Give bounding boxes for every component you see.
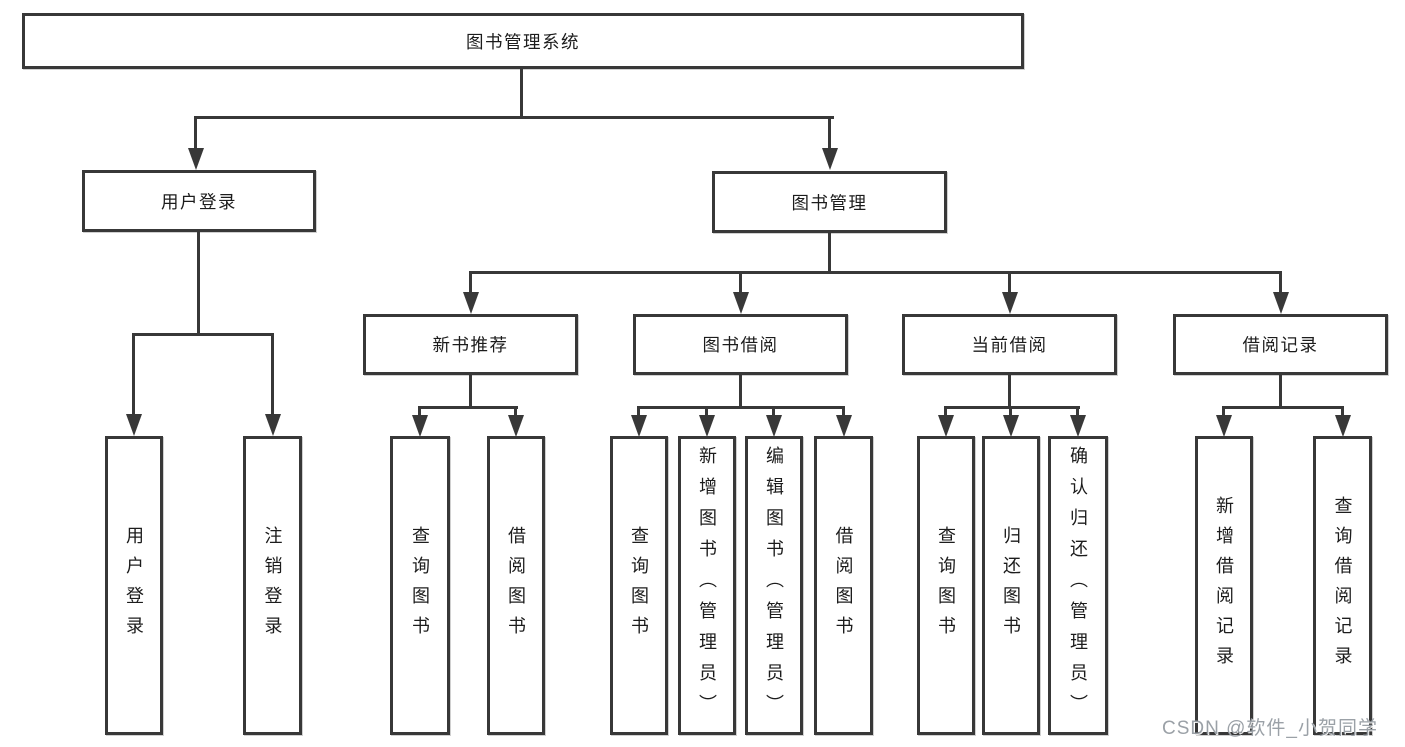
- arrowhead-to-book-management: [822, 148, 838, 170]
- leaf-br-query-record-label: 查询借阅记录: [1332, 495, 1353, 676]
- connector-root-stem: [520, 69, 523, 117]
- node-borrow-records: 借阅记录: [1173, 314, 1388, 375]
- leaf-bb-add-books-admin-label: 新增图书（管理员）: [697, 446, 717, 725]
- leaf-nbr-borrow-books-label: 借阅图书: [506, 525, 526, 646]
- connector-to-bb-query: [637, 406, 640, 417]
- connector-to-leaf-user-login: [132, 333, 135, 416]
- leaf-nbr-borrow-books: 借阅图书: [487, 436, 545, 735]
- connector-to-nbr-query: [418, 406, 421, 417]
- connector-nbr-branch: [418, 406, 518, 409]
- leaf-cb-return-books-label: 归还图书: [1001, 525, 1021, 646]
- leaf-cb-query-books-label: 查询图书: [936, 525, 956, 646]
- connector-book-management-branch: [469, 271, 1282, 274]
- connector-user-login-branch: [132, 333, 274, 336]
- arrowhead-to-leaf-logout: [265, 414, 281, 436]
- node-book-borrow-label: 图书借阅: [702, 335, 779, 355]
- connector-nbr-stem: [469, 375, 472, 408]
- connector-to-cb-return: [1009, 406, 1012, 417]
- connector-to-bb-edit: [772, 406, 775, 417]
- leaf-logout-label: 注销登录: [262, 525, 283, 646]
- leaf-user-login: 用户登录: [105, 436, 163, 735]
- node-new-book-recommend: 新书推荐: [363, 314, 578, 375]
- arrowhead-to-bb-edit: [766, 415, 782, 437]
- connector-to-borrow-records: [1279, 271, 1282, 294]
- connector-bb-branch: [637, 406, 845, 409]
- leaf-cb-confirm-return-admin: 确认归还（管理员）: [1048, 436, 1108, 735]
- connector-to-nbr-borrow: [514, 406, 517, 417]
- arrowhead-to-book-borrow: [733, 292, 749, 314]
- leaf-nbr-query-books-label: 查询图书: [410, 525, 430, 646]
- arrowhead-to-br-add: [1216, 415, 1232, 437]
- connector-to-book-management: [828, 116, 831, 150]
- arrowhead-to-nbr-query: [412, 415, 428, 437]
- connector-user-login-stem: [197, 232, 200, 335]
- node-new-book-recommend-label: 新书推荐: [432, 335, 509, 355]
- leaf-bb-borrow-books: 借阅图书: [814, 436, 873, 735]
- connector-bb-stem: [739, 375, 742, 408]
- arrowhead-to-bb-borrow: [836, 415, 852, 437]
- connector-to-book-borrow: [739, 271, 742, 294]
- connector-cb-branch: [944, 406, 1080, 409]
- connector-to-br-query: [1341, 406, 1344, 417]
- arrowhead-to-br-query: [1335, 415, 1351, 437]
- node-user-login: 用户登录: [82, 170, 316, 232]
- leaf-bb-add-books-admin: 新增图书（管理员）: [678, 436, 736, 735]
- leaf-cb-confirm-return-admin-label: 确认归还（管理员）: [1068, 446, 1088, 725]
- connector-to-bb-borrow: [842, 406, 845, 417]
- leaf-user-login-label: 用户登录: [124, 525, 144, 646]
- arrowhead-to-new-book-recommend: [463, 292, 479, 314]
- node-current-borrow-label: 当前借阅: [971, 335, 1048, 355]
- connector-to-user-login: [194, 116, 197, 150]
- node-user-login-label: 用户登录: [161, 191, 237, 212]
- connector-book-management-stem: [828, 233, 831, 273]
- leaf-logout: 注销登录: [243, 436, 302, 735]
- arrowhead-to-borrow-records: [1273, 292, 1289, 314]
- node-book-borrow: 图书借阅: [633, 314, 848, 375]
- connector-root-branch: [194, 116, 834, 119]
- node-root-label: 图书管理系统: [466, 31, 580, 52]
- csdn-watermark: CSDN @软件_小贺同学: [1162, 718, 1378, 739]
- arrowhead-to-cb-return: [1003, 415, 1019, 437]
- connector-cb-stem: [1008, 375, 1011, 408]
- leaf-bb-query-books: 查询图书: [610, 436, 668, 735]
- leaf-br-add-record-label: 新增借阅记录: [1214, 495, 1234, 676]
- arrowhead-to-current-borrow: [1002, 292, 1018, 314]
- leaf-bb-borrow-books-label: 借阅图书: [833, 525, 854, 646]
- leaf-br-add-record: 新增借阅记录: [1195, 436, 1253, 735]
- arrowhead-to-cb-query: [938, 415, 954, 437]
- leaf-bb-edit-books-admin: 编辑图书（管理员）: [745, 436, 803, 735]
- connector-br-branch: [1222, 406, 1344, 409]
- leaf-bb-edit-books-admin-label: 编辑图书（管理员）: [764, 446, 784, 725]
- arrowhead-to-bb-add: [699, 415, 715, 437]
- leaf-br-query-record: 查询借阅记录: [1313, 436, 1372, 735]
- node-borrow-records-label: 借阅记录: [1242, 335, 1319, 355]
- connector-to-new-book-recommend: [469, 271, 472, 294]
- connector-to-leaf-logout: [271, 333, 274, 416]
- arrowhead-to-cb-confirm: [1070, 415, 1086, 437]
- leaf-nbr-query-books: 查询图书: [390, 436, 450, 735]
- node-book-management-label: 图书管理: [791, 192, 868, 213]
- connector-br-stem: [1279, 375, 1282, 408]
- arrowhead-to-user-login: [188, 148, 204, 170]
- connector-to-cb-confirm: [1076, 406, 1079, 417]
- node-root: 图书管理系统: [22, 13, 1024, 69]
- connector-to-cb-query: [944, 406, 947, 417]
- node-book-management: 图书管理: [712, 171, 947, 233]
- arrowhead-to-bb-query: [631, 415, 647, 437]
- node-current-borrow: 当前借阅: [902, 314, 1117, 375]
- connector-to-current-borrow: [1008, 271, 1011, 294]
- arrowhead-to-leaf-user-login: [126, 414, 142, 436]
- connector-to-br-add: [1222, 406, 1225, 417]
- arrowhead-to-nbr-borrow: [508, 415, 524, 437]
- leaf-bb-query-books-label: 查询图书: [629, 525, 649, 646]
- leaf-cb-query-books: 查询图书: [917, 436, 975, 735]
- leaf-cb-return-books: 归还图书: [982, 436, 1040, 735]
- connector-to-bb-add: [705, 406, 708, 417]
